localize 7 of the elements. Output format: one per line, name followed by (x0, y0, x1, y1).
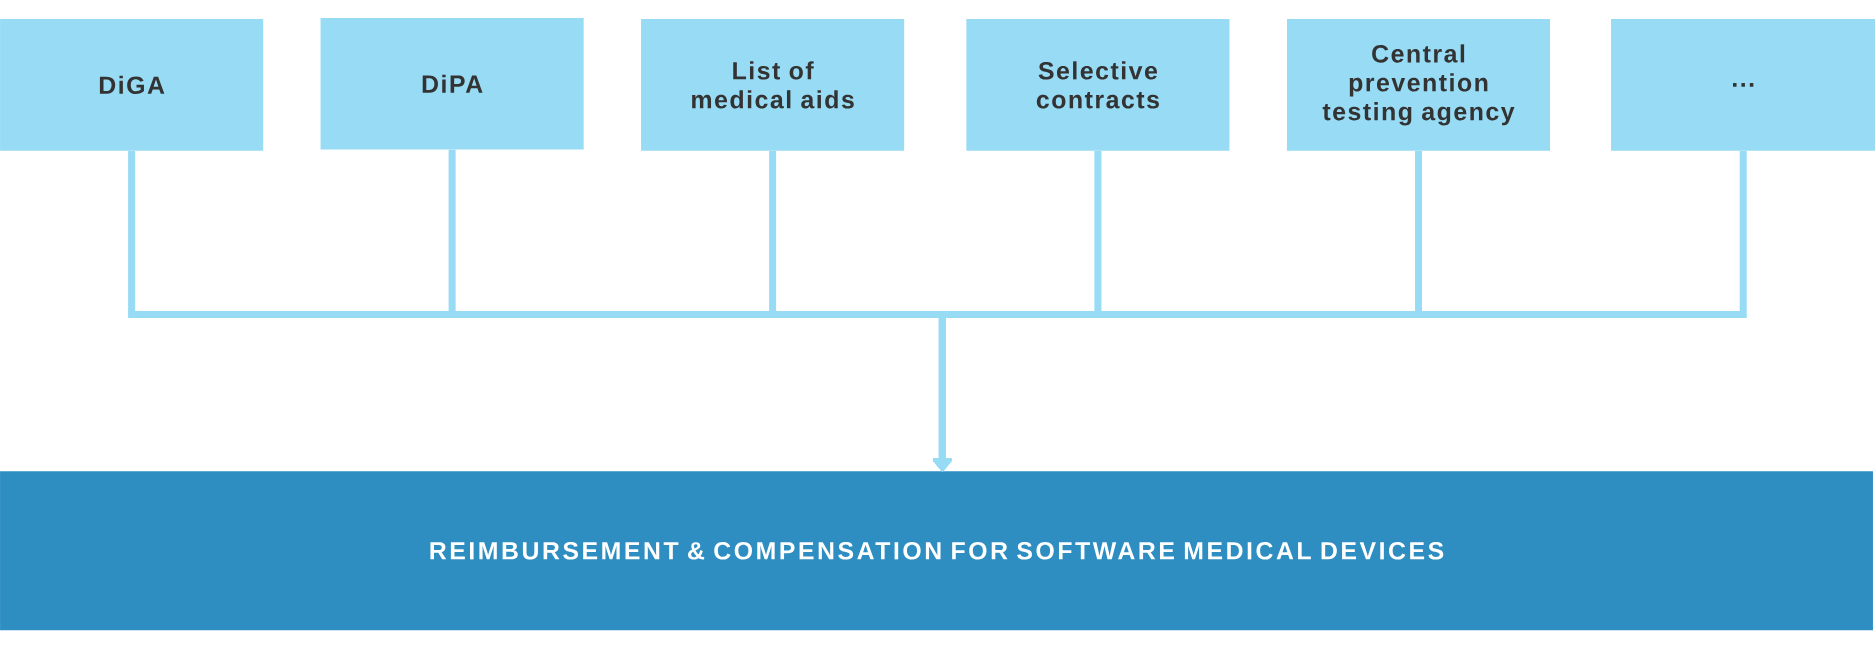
target-box: REIMBURSEMENT & COMPENSATION FOR SOFTWARE MEDICAL DEVICES (0, 471, 1873, 631)
process-box: ... (1611, 19, 1875, 151)
process-box: DiGA (0, 19, 264, 151)
process-box: DiPA (320, 17, 584, 150)
process-box: Selective contracts (966, 19, 1230, 151)
process-box: Central prevention testing agency (1286, 19, 1551, 151)
process-box: List of medical aids (641, 19, 905, 151)
